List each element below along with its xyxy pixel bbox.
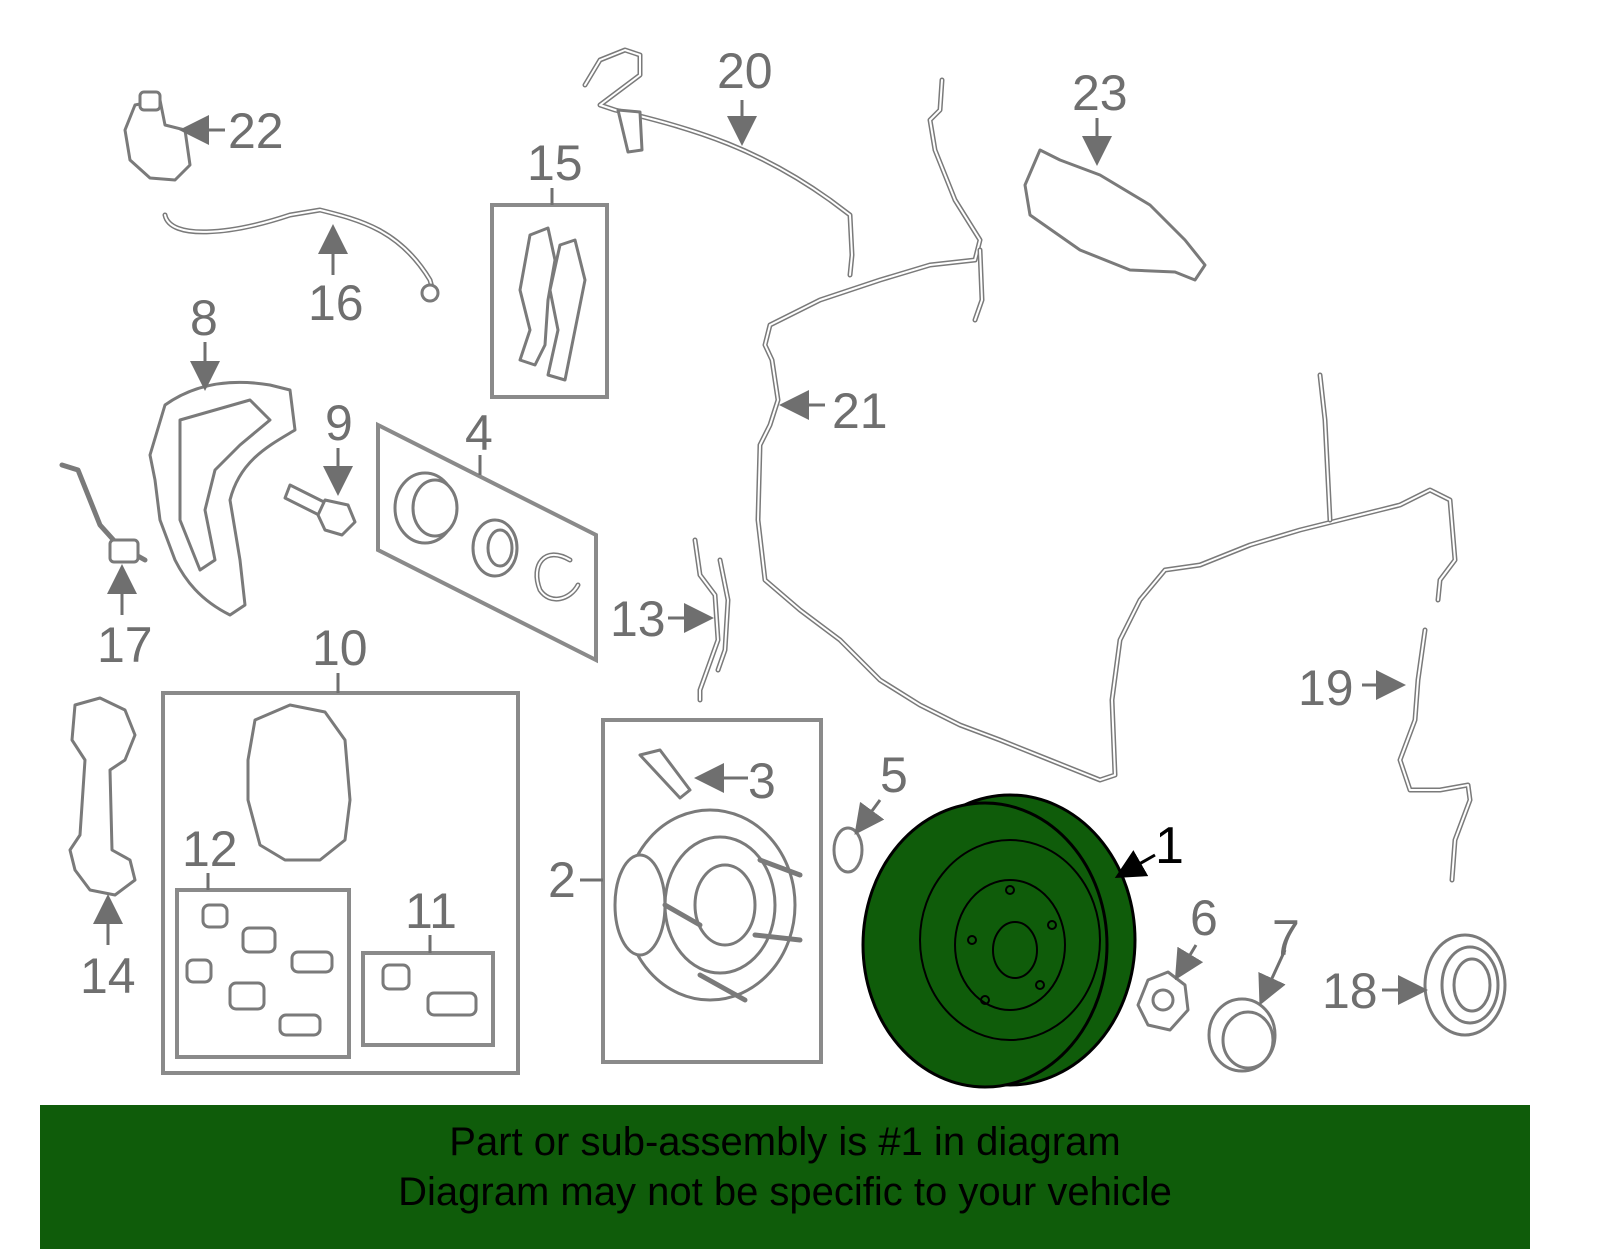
part-12-hardware-kit: 12 <box>175 821 351 1059</box>
callout-13: 13 <box>610 591 666 647</box>
callout-10: 10 <box>312 620 368 676</box>
part-17-wear-sensor: 17 <box>59 462 153 673</box>
part-20-abs-sensor-wire: 20 <box>582 43 855 278</box>
part-7-dust-cap: 7 <box>1207 910 1300 1073</box>
part-13-clip: 13 <box>610 537 731 703</box>
banner-line-2: Diagram may not be specific to your vehi… <box>398 1170 1172 1214</box>
callout-4: 4 <box>465 405 493 461</box>
callout-2: 2 <box>548 852 576 908</box>
callout-21: 21 <box>832 383 888 439</box>
callout-17: 17 <box>97 617 153 673</box>
callout-16: 16 <box>308 275 364 331</box>
part-14-caliper-bracket: 14 <box>68 696 137 1004</box>
part-2-hub-assembly: 3 2 <box>548 718 823 1064</box>
part-5-o-ring: 5 <box>832 747 908 874</box>
callout-14: 14 <box>80 948 136 1004</box>
callout-18: 18 <box>1322 963 1378 1019</box>
part-16-brake-hose: 16 <box>162 207 440 331</box>
callout-15: 15 <box>527 135 583 191</box>
part-9-bolt: 9 <box>283 395 357 537</box>
callout-6: 6 <box>1190 890 1218 946</box>
callout-20: 20 <box>717 43 773 99</box>
part-1-brake-rotor: 1 <box>861 793 1184 1089</box>
part-4-bearing-kit: 4 <box>376 405 598 664</box>
callout-8: 8 <box>190 290 218 346</box>
callout-22: 22 <box>228 103 284 159</box>
part-6-nut: 6 <box>1136 890 1218 1032</box>
part-21-abs-harness: 21 <box>755 77 1458 783</box>
banner-line-1: Part or sub-assembly is #1 in diagram <box>449 1120 1121 1164</box>
callout-1: 1 <box>1155 817 1184 875</box>
info-banner: Part or sub-assembly is #1 in diagram Di… <box>40 1105 1530 1249</box>
part-10-caliper-assembly: 10 <box>161 620 520 1075</box>
callout-5: 5 <box>880 747 908 803</box>
part-22-switch: 22 <box>123 90 284 182</box>
part-23-bracket: 23 <box>1023 65 1207 282</box>
part-18-seal: 18 <box>1322 933 1507 1037</box>
callout-12: 12 <box>182 821 238 877</box>
part-15-brake-pads: 15 <box>490 135 609 399</box>
callout-11: 11 <box>405 883 457 939</box>
callout-9: 9 <box>325 395 353 451</box>
part-8-splash-shield: 8 <box>148 290 297 617</box>
callout-23: 23 <box>1072 65 1128 121</box>
callout-7: 7 <box>1272 910 1300 966</box>
part-19-hose: 19 <box>1298 627 1473 883</box>
part-11-pin-kit: 11 <box>361 883 495 1047</box>
callout-19: 19 <box>1298 660 1354 716</box>
callout-3: 3 <box>748 753 776 809</box>
